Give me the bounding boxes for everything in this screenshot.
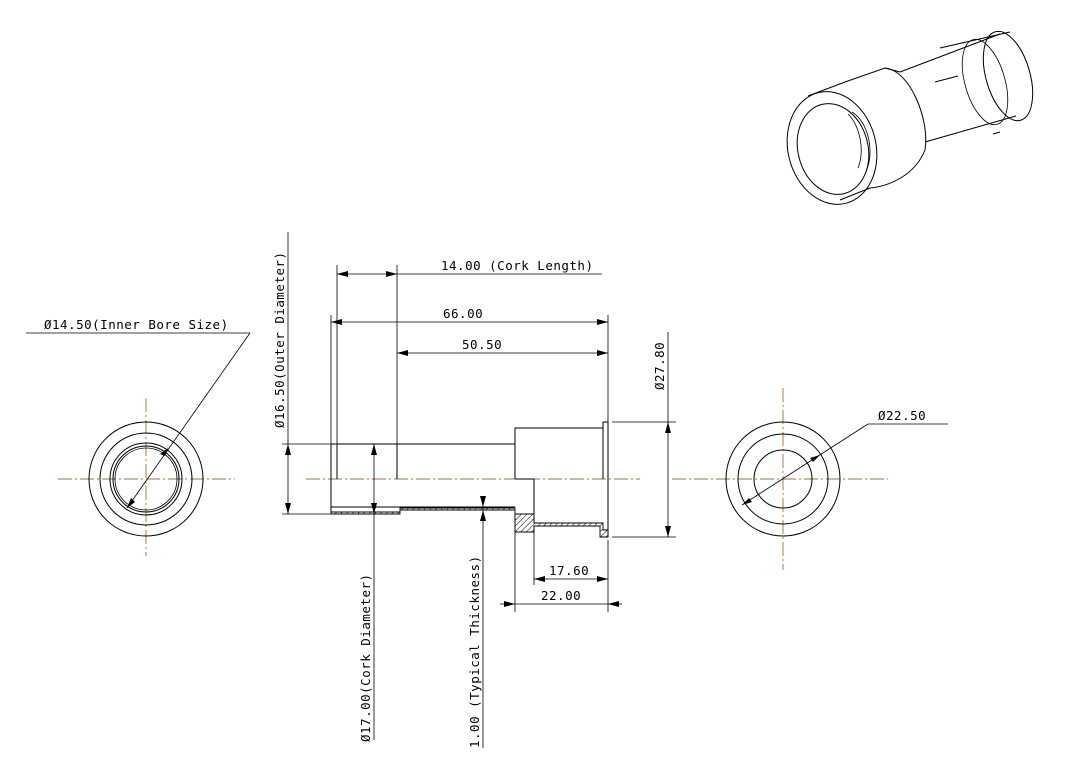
section-view xyxy=(306,421,640,538)
outer-diameter-dimension xyxy=(282,232,331,515)
right-end-view xyxy=(672,388,948,570)
flange-diameter-label: Ø27.80 xyxy=(652,342,667,390)
body-length-dimension xyxy=(397,350,608,356)
typical-thickness-label: 1.00 (Typical Thickness) xyxy=(467,555,482,748)
cork-diameter-label: Ø17.00(Cork Diameter) xyxy=(358,573,373,742)
cork-length-dimension xyxy=(336,265,602,444)
step-22-00-label: 22.00 xyxy=(541,588,581,603)
isometric-view xyxy=(786,30,1034,205)
end-diameter-label: Ø22.50 xyxy=(878,408,926,423)
cork-diameter-dimension xyxy=(371,444,377,740)
cork-length-label: 14.00 (Cork Length) xyxy=(441,258,594,273)
step-17-60-dimension xyxy=(533,526,609,612)
step-22-00-dimension xyxy=(500,516,622,612)
inner-bore-label: Ø14.50(Inner Bore Size) xyxy=(44,317,229,332)
body-length-label: 50.50 xyxy=(462,337,502,352)
outer-diameter-label: Ø16.50(Outer Diameter) xyxy=(272,251,287,428)
overall-length-dimension xyxy=(330,315,609,444)
overall-length-label: 66.00 xyxy=(443,306,483,321)
flange-diameter-dimension xyxy=(612,332,676,538)
typical-thickness-dimension xyxy=(480,496,486,748)
step-17-60-label: 17.60 xyxy=(549,563,589,578)
left-end-view xyxy=(26,332,251,556)
